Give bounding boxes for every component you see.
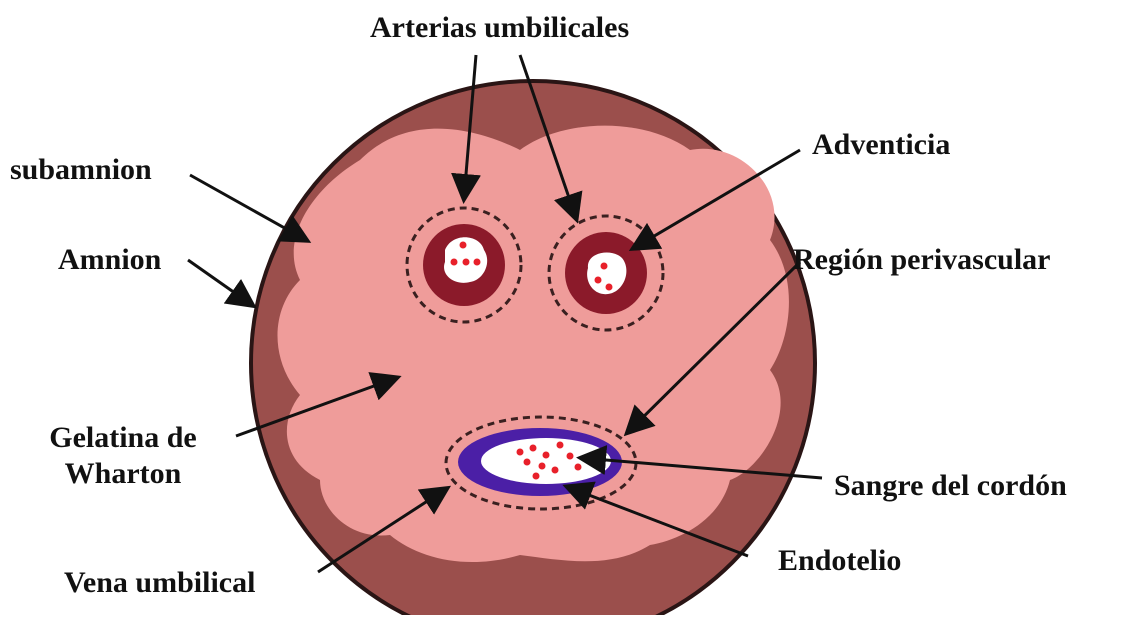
blood-cell [533, 473, 540, 480]
wharton-jelly [278, 126, 789, 562]
label-gelatina-line2: Wharton [28, 456, 218, 492]
label-gelatina-line1: Gelatina de [28, 420, 218, 456]
blood-cell [463, 259, 470, 266]
label-arterias-umbilicales: Arterias umbilicales [370, 10, 629, 46]
blood-cell [575, 464, 582, 471]
label-region-perivascular: Región perivascular [793, 242, 1050, 278]
blood-cell [543, 452, 550, 459]
blood-cell [567, 453, 574, 460]
blood-cell [601, 263, 608, 270]
label-sangre-del-cordon: Sangre del cordón [834, 468, 1067, 504]
blood-cell [552, 467, 559, 474]
label-subamnion: subamnion [10, 152, 152, 188]
blood-cell [451, 259, 458, 266]
blood-cell [595, 277, 602, 284]
blood-cell [517, 449, 524, 456]
blood-cell [557, 442, 564, 449]
blood-cell [530, 445, 537, 452]
vein-lumen [481, 438, 611, 484]
blood-cell [524, 459, 531, 466]
arrow-subamnion [190, 175, 306, 240]
blood-cell [474, 259, 481, 266]
label-amnion: Amnion [58, 242, 161, 278]
blood-cell [539, 463, 546, 470]
label-vena-umbilical: Vena umbilical [64, 565, 255, 601]
arrow-amnion [188, 260, 252, 305]
label-adventicia: Adventicia [812, 127, 950, 163]
label-endotelio: Endotelio [778, 543, 901, 579]
blood-cell [460, 242, 467, 249]
label-gelatina-de-wharton: Gelatina de Wharton [28, 420, 218, 492]
blood-cell [606, 284, 613, 291]
